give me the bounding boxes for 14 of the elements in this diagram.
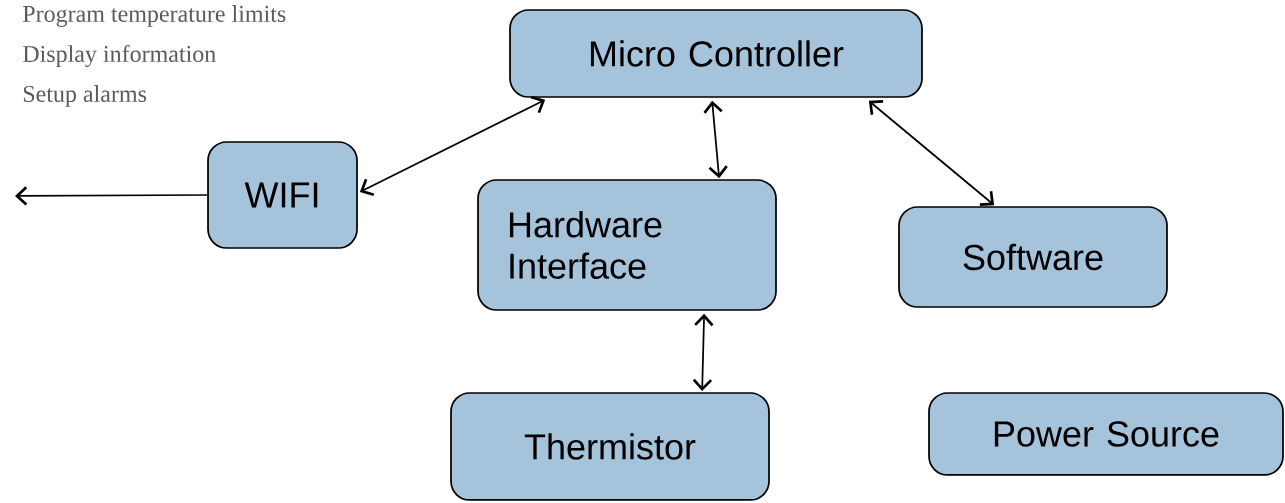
arrow xyxy=(359,95,546,196)
block-box: Thermistor xyxy=(450,392,770,501)
note-text: Program temperature limits xyxy=(23,5,286,27)
block-box: Power Source xyxy=(928,392,1284,476)
arrow xyxy=(15,186,208,206)
block-box: Hardware Interface xyxy=(477,179,777,311)
note-text: Setup alarms xyxy=(23,85,147,107)
block-box: WIFI xyxy=(207,141,358,249)
arrow xyxy=(692,313,714,392)
block-box: Software xyxy=(898,206,1168,308)
note-text: Display information xyxy=(23,44,216,68)
arrow xyxy=(868,100,995,206)
block-box: Micro Controller xyxy=(509,9,923,98)
arrow xyxy=(703,100,728,179)
